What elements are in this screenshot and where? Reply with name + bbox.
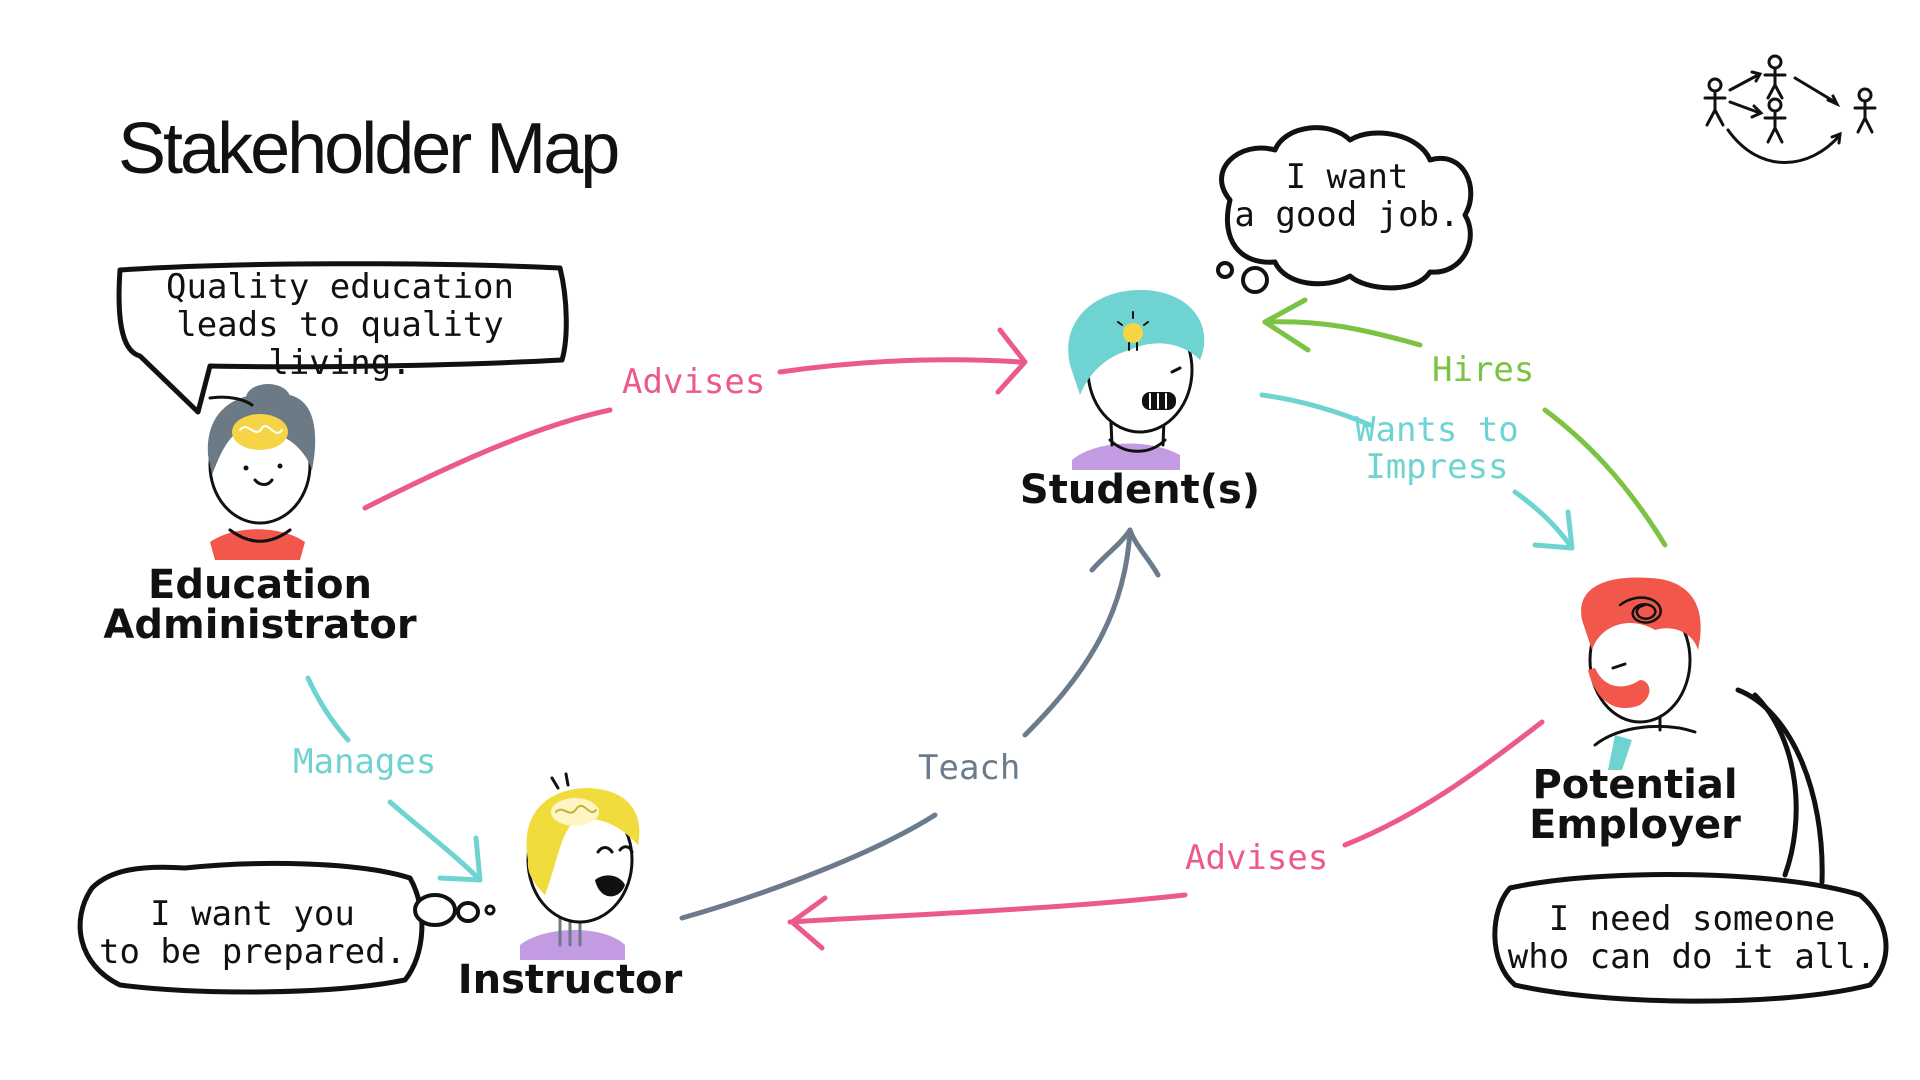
name-student: Student(s) (1019, 467, 1261, 513)
label-employer-hires-student: Hires (1432, 350, 1535, 390)
quote-student: I want a good job. (1222, 158, 1472, 234)
quote-line: leads to quality living. (176, 305, 504, 384)
name-line: Administrator (103, 602, 417, 648)
speech-bubble-education-administrator (116, 261, 569, 415)
quote-potential-employer: I need someone who can do it all. (1502, 900, 1882, 976)
arrow-admin-manages-instructor (305, 675, 483, 883)
thought-bubble-instructor (77, 860, 496, 995)
avatar-instructor (520, 772, 640, 960)
name-education-administrator: Education Administrator (95, 565, 425, 645)
name-line: Education (148, 562, 372, 608)
quote-line: a good job. (1234, 195, 1460, 236)
avatar-student (1068, 290, 1205, 470)
quote-education-administrator: Quality education leads to quality livin… (120, 268, 560, 382)
quote-line: who can do it all. (1507, 937, 1877, 978)
arrow-admin-advises-student (362, 327, 1028, 511)
label-admin-advises-student: Advises (622, 362, 766, 402)
name-instructor: Instructor (457, 957, 683, 1003)
label-student-wants-to-impress-employer: Wants to Impress (1355, 410, 1519, 488)
quote-line: I want (1285, 157, 1409, 197)
name-potential-employer: Potential Employer (1500, 765, 1770, 845)
label-instructor-teach-student: Teach (918, 748, 1021, 788)
name-line: Potential (1532, 762, 1738, 808)
avatar-potential-employer (1581, 577, 1701, 770)
quote-line: Quality education (166, 267, 514, 307)
stakeholder-network-icon (1703, 54, 1877, 164)
name-line: Employer (1529, 802, 1741, 848)
label-admin-manages-instructor: Manages (293, 742, 437, 782)
quote-line: I need someone (1548, 899, 1836, 939)
thought-bubble-student (1216, 125, 1474, 294)
page-title: Stakeholder Map (118, 109, 620, 189)
avatar-education-administrator (207, 384, 316, 560)
label-employer-advises-instructor: Advises (1185, 838, 1329, 878)
label-line: Impress (1365, 447, 1509, 488)
arrow-instructor-teach-student (679, 527, 1161, 921)
quote-line: I want you (150, 894, 355, 934)
arrow-employer-hires-student (1262, 297, 1668, 548)
quote-line: to be prepared. (98, 932, 407, 973)
label-line: Wants to (1355, 410, 1519, 450)
quote-instructor: I want you to be prepared. (80, 895, 425, 971)
arrow-employer-advises-instructor (787, 719, 1545, 951)
speech-bubble-potential-employer (1492, 687, 1889, 1004)
arrow-student-impress-employer (1259, 392, 1575, 551)
